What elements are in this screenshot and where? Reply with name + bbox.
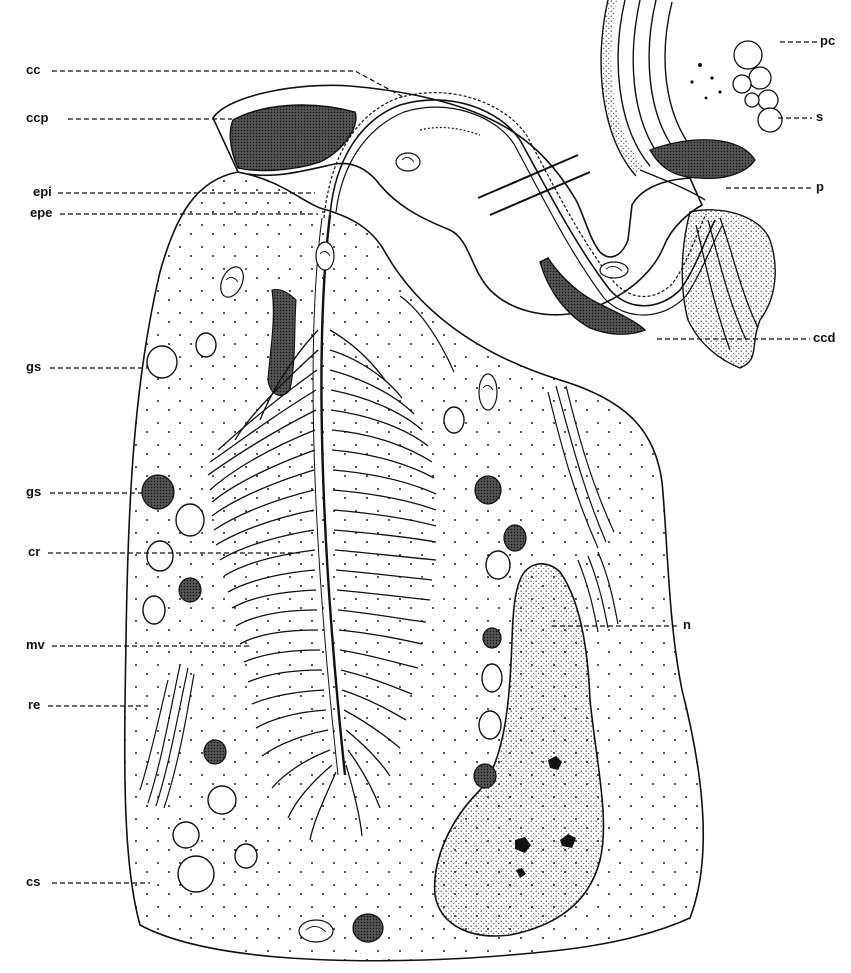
s-granules xyxy=(733,41,782,132)
label-ccp: ccp xyxy=(26,111,48,125)
label-cs: cs xyxy=(26,875,40,889)
label-re: re xyxy=(28,698,40,712)
label-ccd: ccd xyxy=(813,331,835,345)
label-epi: epi xyxy=(33,185,52,199)
label-gs-lower: gs xyxy=(26,485,41,499)
pc-dots xyxy=(690,63,721,99)
lower-right-lobe xyxy=(682,210,775,368)
label-gs-upper: gs xyxy=(26,360,41,374)
label-pc: pc xyxy=(820,34,835,48)
label-epe: epe xyxy=(30,206,52,220)
label-mv: mv xyxy=(26,638,45,652)
label-cc: cc xyxy=(26,63,40,77)
label-p: p xyxy=(816,180,824,194)
stipple-cap xyxy=(650,140,755,179)
label-s: s xyxy=(816,110,823,124)
label-cr: cr xyxy=(28,545,40,559)
label-n: n xyxy=(683,618,691,632)
